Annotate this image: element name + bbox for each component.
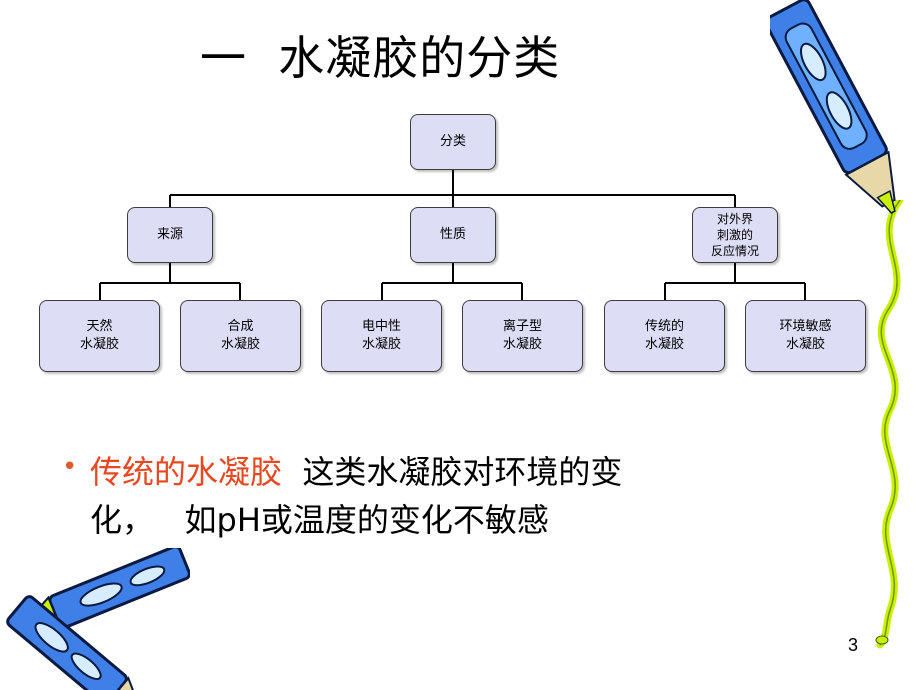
crayons-icon <box>6 548 190 690</box>
tree-node-natural-hydrogel: 天然 水凝胶 <box>39 300 160 372</box>
tree-node-neutral-hydrogel: 电中性 水凝胶 <box>321 300 442 372</box>
crayon-icon <box>770 0 896 214</box>
tree-node-source: 来源 <box>127 207 213 263</box>
tree-node-stimulus-response: 对外界 刺激的 反应情况 <box>692 207 778 263</box>
bullet-paragraph: 传统的水凝胶 这类水凝胶对环境的变 化， 如pH或温度的变化不敏感 <box>60 448 820 544</box>
bullet-highlight: 传统的水凝胶 <box>90 453 283 491</box>
slide-title: 一 水凝胶的分类 <box>200 31 561 85</box>
bullet-marker: • <box>62 452 78 482</box>
bullet-text-line2: 化， 如pH或温度的变化不敏感 <box>90 501 549 539</box>
vine-decoration <box>875 200 904 649</box>
tree-node-conventional-hydrogel: 传统的 水凝胶 <box>604 300 725 372</box>
tree-node-synthetic-hydrogel: 合成 水凝胶 <box>180 300 301 372</box>
bullet-text-line1: 这类水凝胶对环境的变 <box>282 453 623 491</box>
tree-node-root: 分类 <box>410 114 496 170</box>
tree-node-property: 性质 <box>410 207 496 263</box>
page-number: 3 <box>847 635 858 655</box>
tree-node-ionic-hydrogel: 离子型 水凝胶 <box>462 300 583 372</box>
tree-node-smart-hydrogel: 环境敏感 水凝胶 <box>745 300 866 372</box>
